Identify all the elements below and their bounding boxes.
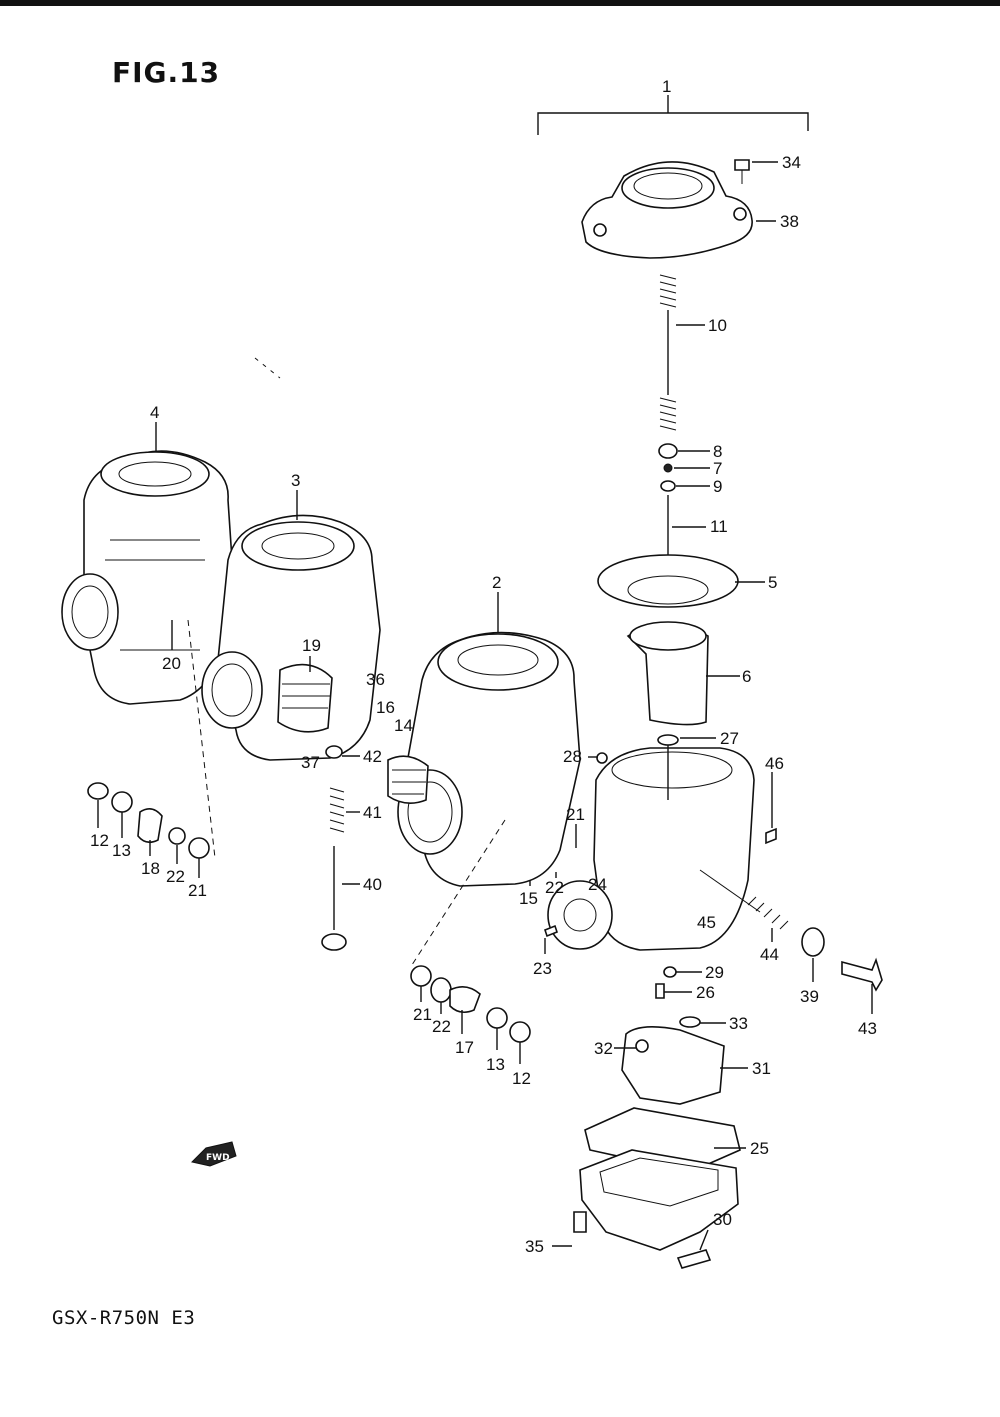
- forward-direction-text: FWD: [206, 1153, 230, 1163]
- model-code: GSX-R750N E3: [52, 1307, 196, 1329]
- callout-label-c5: 5: [768, 573, 777, 592]
- callout-label-c11: 11: [710, 517, 728, 536]
- callout-label-c38: 38: [780, 212, 799, 231]
- callout-label-c13a: 13: [112, 841, 131, 860]
- carburetor-body-1: [547, 734, 883, 992]
- callout-label-c18: 18: [141, 859, 160, 878]
- callout-label-c16: 16: [376, 698, 395, 717]
- callout-label-c39: 39: [800, 987, 819, 1006]
- callout-label-c22b: 22: [545, 878, 564, 897]
- callout-label-c10: 10: [708, 316, 727, 335]
- callout-label-c27: 27: [720, 729, 739, 748]
- forward-direction-badge: FWD: [191, 1141, 237, 1167]
- callout-label-c12a: 12: [90, 831, 109, 850]
- callout-label-c7: 7: [713, 459, 722, 478]
- callout-label-c9: 9: [713, 477, 722, 496]
- callout-label-c44: 44: [760, 945, 779, 964]
- callout-label-c6: 6: [742, 667, 751, 686]
- callout-label-c13b: 13: [486, 1055, 505, 1074]
- callout-label-c2: 2: [492, 573, 501, 592]
- callout-label-c25: 25: [750, 1139, 769, 1158]
- assembly-bracket: [537, 95, 809, 135]
- callout-label-c31: 31: [752, 1059, 771, 1078]
- callout-label-c36: 36: [366, 670, 385, 689]
- callout-label-c23: 23: [533, 959, 552, 978]
- callout-label-c4: 4: [150, 403, 159, 422]
- callout-label-c22c: 22: [432, 1017, 451, 1036]
- callout-label-c41: 41: [363, 803, 382, 822]
- carburetor-body-2: [387, 631, 581, 887]
- callout-label-c40: 40: [363, 875, 382, 894]
- callout-label-c28: 28: [563, 747, 582, 766]
- diaphragm-piston: [597, 554, 739, 726]
- callout-label-c46: 46: [765, 754, 784, 773]
- callout-label-c14: 14: [394, 716, 413, 735]
- small-parts-group: [87, 745, 777, 1053]
- callout-label-c8: 8: [713, 442, 722, 461]
- callout-label-c26: 26: [696, 983, 715, 1002]
- callout-label-c20: 20: [162, 654, 181, 673]
- callout-label-c3: 3: [291, 471, 300, 490]
- callout-label-c21c: 21: [413, 1005, 432, 1024]
- callout-label-c43: 43: [858, 1019, 877, 1038]
- top-cap-part: [581, 159, 753, 259]
- spring-needle-stack: [658, 274, 678, 585]
- callout-label-c1: 1: [662, 77, 671, 96]
- callout-label-c30: 30: [713, 1210, 732, 1229]
- leader-lines: [97, 161, 873, 1251]
- callout-label-c12b: 12: [512, 1069, 531, 1088]
- figure-title: FIG.13: [112, 56, 221, 89]
- callout-label-c21a: 21: [188, 881, 207, 900]
- carburetor-body-3: [201, 514, 381, 761]
- callout-label-c22a: 22: [166, 867, 185, 886]
- callout-label-c19: 19: [302, 636, 321, 655]
- callout-label-c42: 42: [363, 747, 382, 766]
- callout-label-c34: 34: [782, 153, 801, 172]
- callout-label-c21b: 21: [566, 805, 585, 824]
- callout-label-c35: 35: [525, 1237, 544, 1256]
- callout-label-c45: 45: [697, 913, 716, 932]
- callout-label-c29: 29: [705, 963, 724, 982]
- leader-line-c30: [699, 1229, 709, 1251]
- callout-label-c37: 37: [301, 753, 320, 772]
- callout-label-c17: 17: [455, 1038, 474, 1057]
- callout-label-c33: 33: [729, 1014, 748, 1033]
- carburetor-body-4: [61, 450, 233, 705]
- callout-label-c24: 24: [588, 875, 607, 894]
- reference-lines: [187, 357, 506, 969]
- callout-label-c32: 32: [594, 1039, 613, 1058]
- top-border: [0, 0, 1000, 6]
- callout-label-c15: 15: [519, 889, 538, 908]
- float-bowl-group: [573, 1026, 741, 1269]
